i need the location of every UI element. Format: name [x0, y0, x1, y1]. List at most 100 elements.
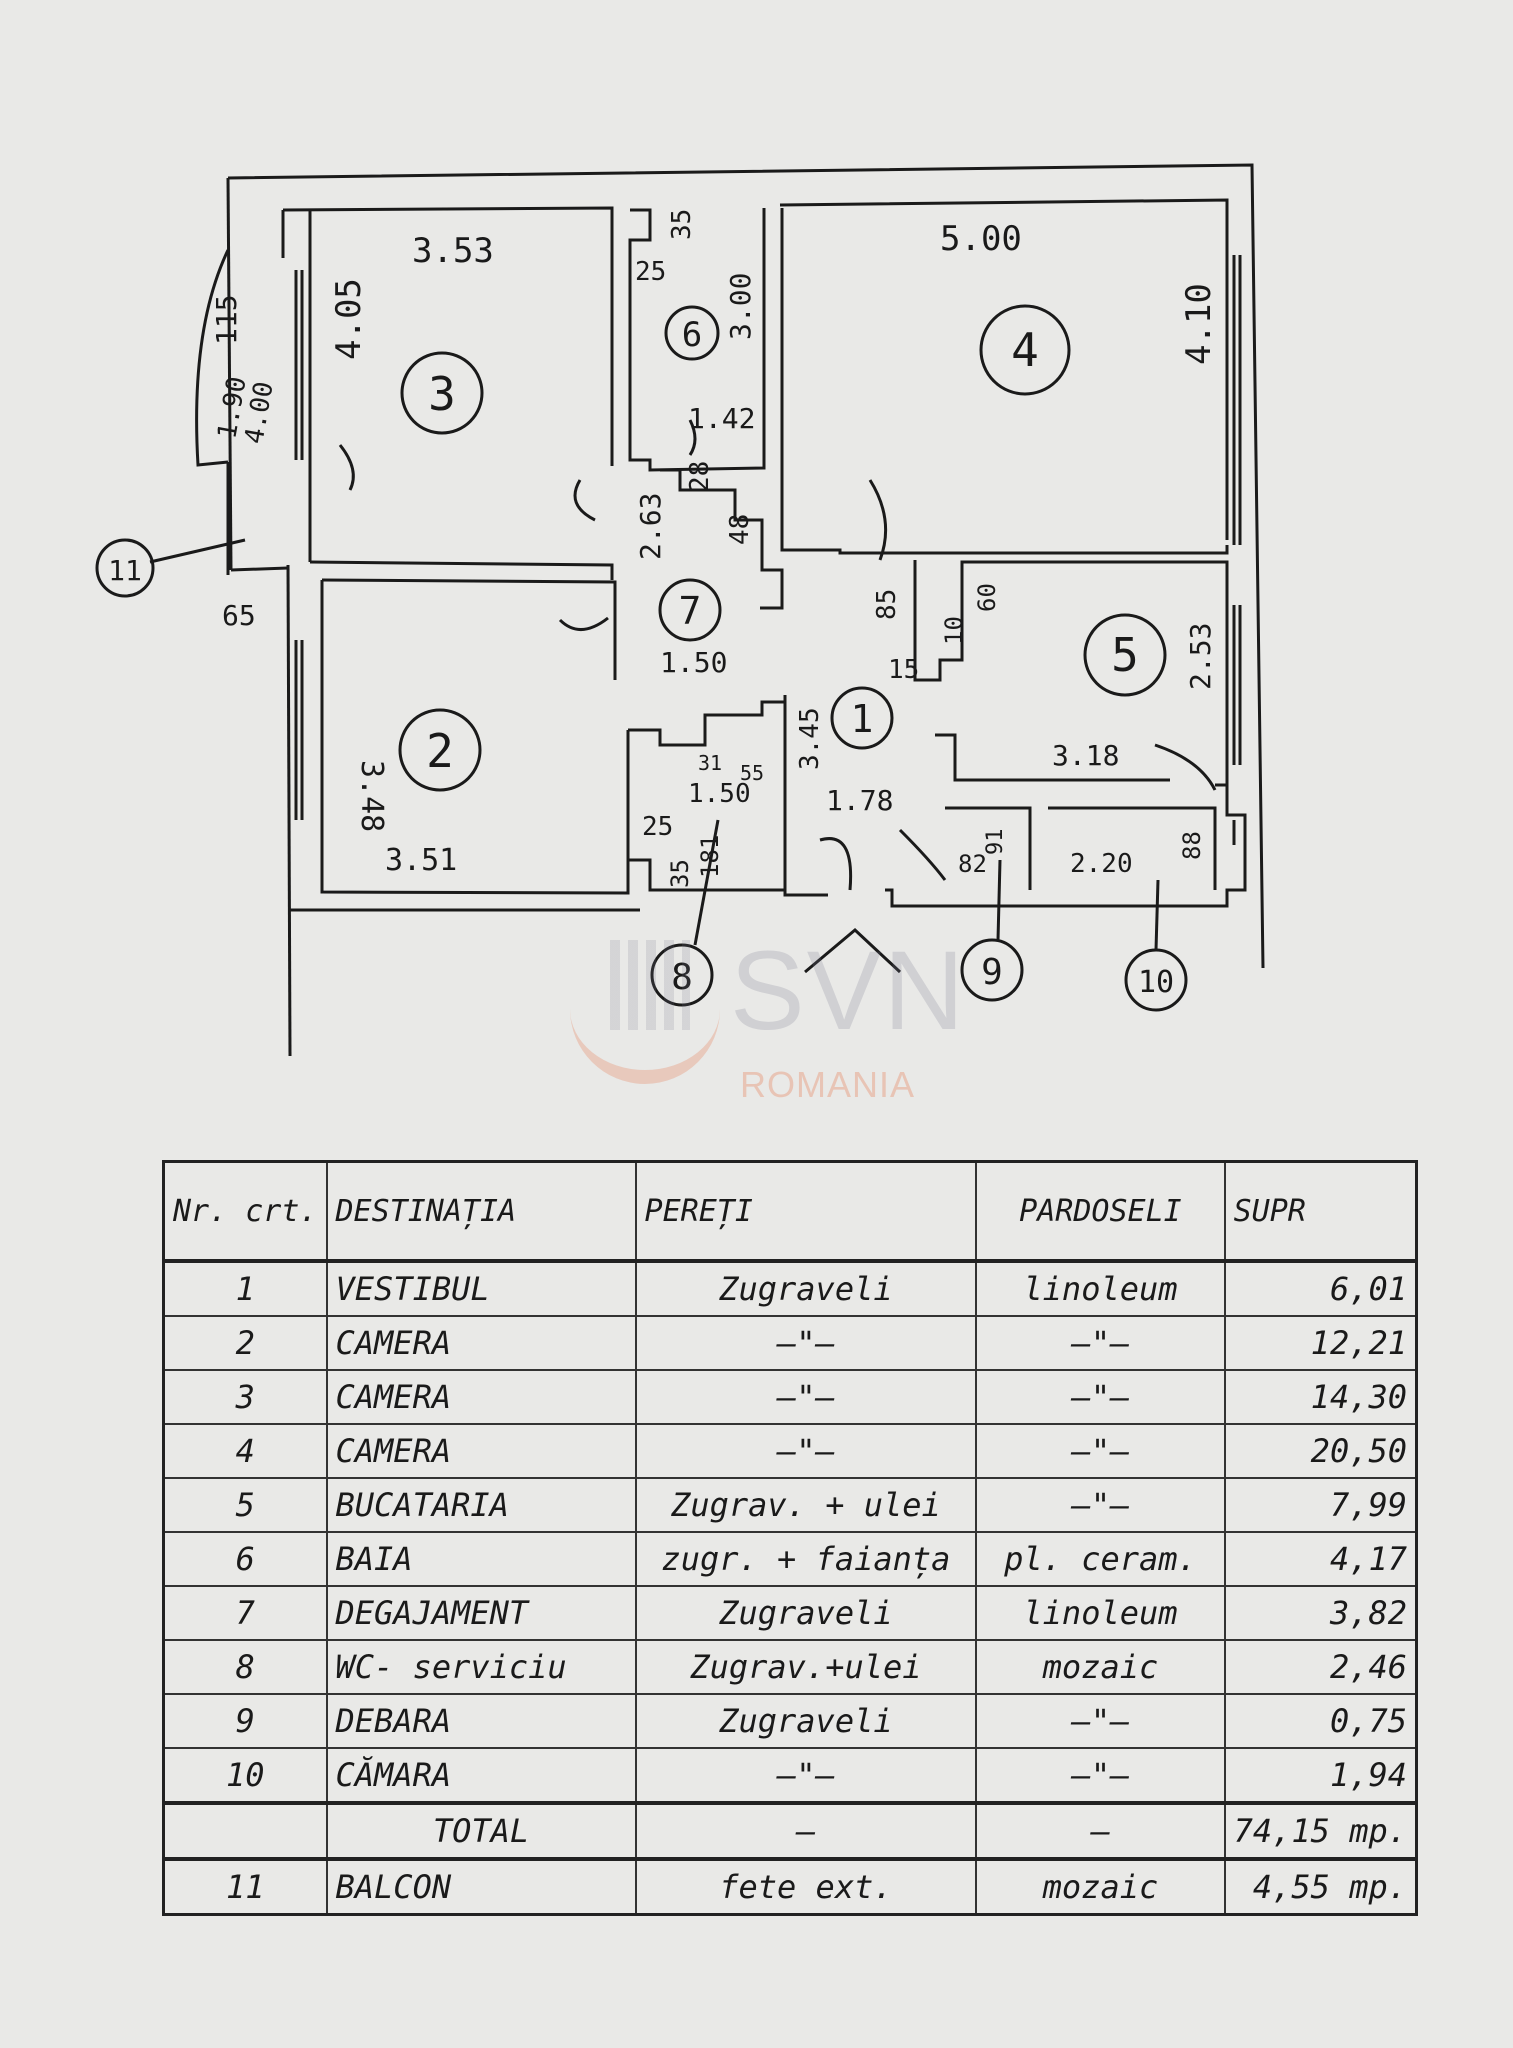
plan-dim: 3.48	[354, 760, 389, 832]
cell-supr: 0,75	[1223, 1693, 1418, 1749]
room-number: 2	[426, 724, 454, 778]
room-circle-11	[95, 538, 155, 598]
plan-dim: 28	[685, 461, 715, 492]
cell-nr: 11	[162, 1857, 328, 1916]
cell-total-label: TOTAL	[325, 1801, 637, 1860]
room-number: 5	[1111, 628, 1139, 682]
plan-dim: 3.18	[1052, 739, 1119, 772]
col-pardoseli: PARDOSELI	[975, 1160, 1226, 1263]
cell-pardoseli: —"—	[975, 1423, 1226, 1479]
room-number: 8	[671, 957, 693, 998]
table-row: 2 CAMERA —"— —"— 12,21	[162, 1315, 1418, 1371]
cell-dest: DEBARA	[325, 1693, 637, 1749]
table-row: 6 BAIA zugr. + faianța pl. ceram. 4,17	[162, 1531, 1418, 1587]
cell-pereti: —"—	[634, 1369, 978, 1425]
room-number: 7	[679, 589, 702, 633]
table-row: 4 CAMERA —"— —"— 20,50	[162, 1423, 1418, 1479]
table-row: 10 CĂMARA —"— —"— 1,94	[162, 1747, 1418, 1804]
plan-dim: 25	[642, 812, 673, 842]
cell-nr: 6	[162, 1531, 328, 1587]
cell-dest: CAMERA	[325, 1315, 637, 1371]
plan-dim: 1.50	[660, 646, 727, 679]
cell-nr: 4	[162, 1423, 328, 1479]
table-row: 9 DEBARA Zugraveli —"— 0,75	[162, 1693, 1418, 1749]
room-circle-3	[400, 351, 484, 435]
plan-dim: 25	[635, 257, 666, 287]
col-destinatia: DESTINAȚIA	[325, 1160, 637, 1263]
cell-nr	[162, 1801, 328, 1860]
room-number: 10	[1138, 965, 1174, 1000]
plan-dim: 1.50	[688, 779, 751, 809]
room-number: 6	[682, 315, 702, 355]
table-row: 8 WC- serviciu Zugrav.+ulei mozaic 2,46	[162, 1639, 1418, 1695]
plan-dim: 4.10	[1179, 283, 1219, 365]
plan-dim: 2.53	[1184, 623, 1217, 690]
cell-pereti: Zugraveli	[634, 1693, 978, 1749]
plan-dim: 15	[888, 655, 919, 685]
cell-pardoseli: pl. ceram.	[975, 1531, 1226, 1587]
cell-dest: BUCATARIA	[325, 1477, 637, 1533]
cell-pereti: Zugrav.+ulei	[634, 1639, 978, 1695]
plan-dim: 60	[973, 583, 1001, 612]
room-circle-9	[960, 938, 1024, 1002]
table-row: 1 VESTIBUL Zugraveli linoleum 6,01	[162, 1260, 1418, 1317]
cell-pereti: —	[634, 1801, 978, 1860]
cell-dest: DEGAJAMENT	[325, 1585, 637, 1641]
table-header-row: Nr. crt. DESTINAȚIA PEREȚI PARDOSELI SUP…	[162, 1160, 1418, 1263]
cell-pardoseli: linoleum	[975, 1260, 1226, 1317]
plan-dim: 3.00	[724, 273, 757, 340]
room-number: 3	[428, 367, 456, 421]
cell-dest: VESTIBUL	[325, 1260, 637, 1317]
cell-dest: CĂMARA	[325, 1747, 637, 1804]
plan-dim: 10	[940, 616, 968, 645]
cell-nr: 7	[162, 1585, 328, 1641]
plan-dim: 65	[222, 599, 256, 632]
cell-supr: 7,99	[1223, 1477, 1418, 1533]
cell-dest: CAMERA	[325, 1369, 637, 1425]
cell-pereti: fete ext.	[634, 1857, 978, 1916]
table-row: 5 BUCATARIA Zugrav. + ulei —"— 7,99	[162, 1477, 1418, 1533]
plan-dim: 5.00	[940, 219, 1022, 259]
plan-dim: 3.51	[385, 843, 457, 878]
plan-dim: 48	[725, 514, 755, 545]
rooms-table: Nr. crt. DESTINAȚIA PEREȚI PARDOSELI SUP…	[162, 1160, 1418, 1916]
cell-pereti: —"—	[634, 1315, 978, 1371]
room-number: 1	[851, 697, 874, 741]
plan-dim: 181	[696, 835, 724, 878]
plan-dim: 82	[958, 850, 987, 878]
outer-wall	[227, 163, 1265, 969]
plan-dim: 3.53	[412, 231, 494, 271]
cell-supr: 2,46	[1223, 1639, 1418, 1695]
plan-dim: 31	[698, 751, 722, 775]
room-number: 11	[108, 554, 142, 587]
room-circle-2	[398, 708, 482, 792]
plan-dim: 91	[983, 829, 1008, 856]
cell-supr: 14,30	[1223, 1369, 1418, 1425]
table-row: 7 DEGAJAMENT Zugraveli linoleum 3,82	[162, 1585, 1418, 1641]
room-circle-8	[650, 943, 714, 1007]
cell-pereti: —"—	[634, 1423, 978, 1479]
cell-pereti: zugr. + faianța	[634, 1531, 978, 1587]
plan-dim: 3.45	[795, 707, 825, 770]
cell-supr: 6,01	[1223, 1260, 1418, 1317]
cell-total-supr: 74,15 mp.	[1223, 1801, 1418, 1860]
room-number: 9	[981, 952, 1003, 993]
cell-dest: BALCON	[325, 1857, 637, 1916]
cell-pereti: Zugraveli	[634, 1260, 978, 1317]
table-total-row: TOTAL — — 74,15 mp.	[162, 1801, 1418, 1860]
plan-dim: 88	[1178, 831, 1206, 860]
cell-pereti: Zugraveli	[634, 1585, 978, 1641]
cell-supr: 12,21	[1223, 1315, 1418, 1371]
cell-nr: 1	[162, 1260, 328, 1317]
room-number: 4	[1011, 323, 1039, 377]
col-supr: SUPR	[1223, 1160, 1418, 1263]
cell-supr: 1,94	[1223, 1747, 1418, 1804]
room-circle-5	[1083, 613, 1167, 697]
room-circle-7	[658, 578, 722, 642]
table-row: 3 CAMERA —"— —"— 14,30	[162, 1369, 1418, 1425]
cell-pardoseli: —"—	[975, 1747, 1226, 1804]
plan-dim: 4.05	[329, 278, 369, 360]
cell-nr: 8	[162, 1639, 328, 1695]
cell-pereti: —"—	[634, 1747, 978, 1804]
